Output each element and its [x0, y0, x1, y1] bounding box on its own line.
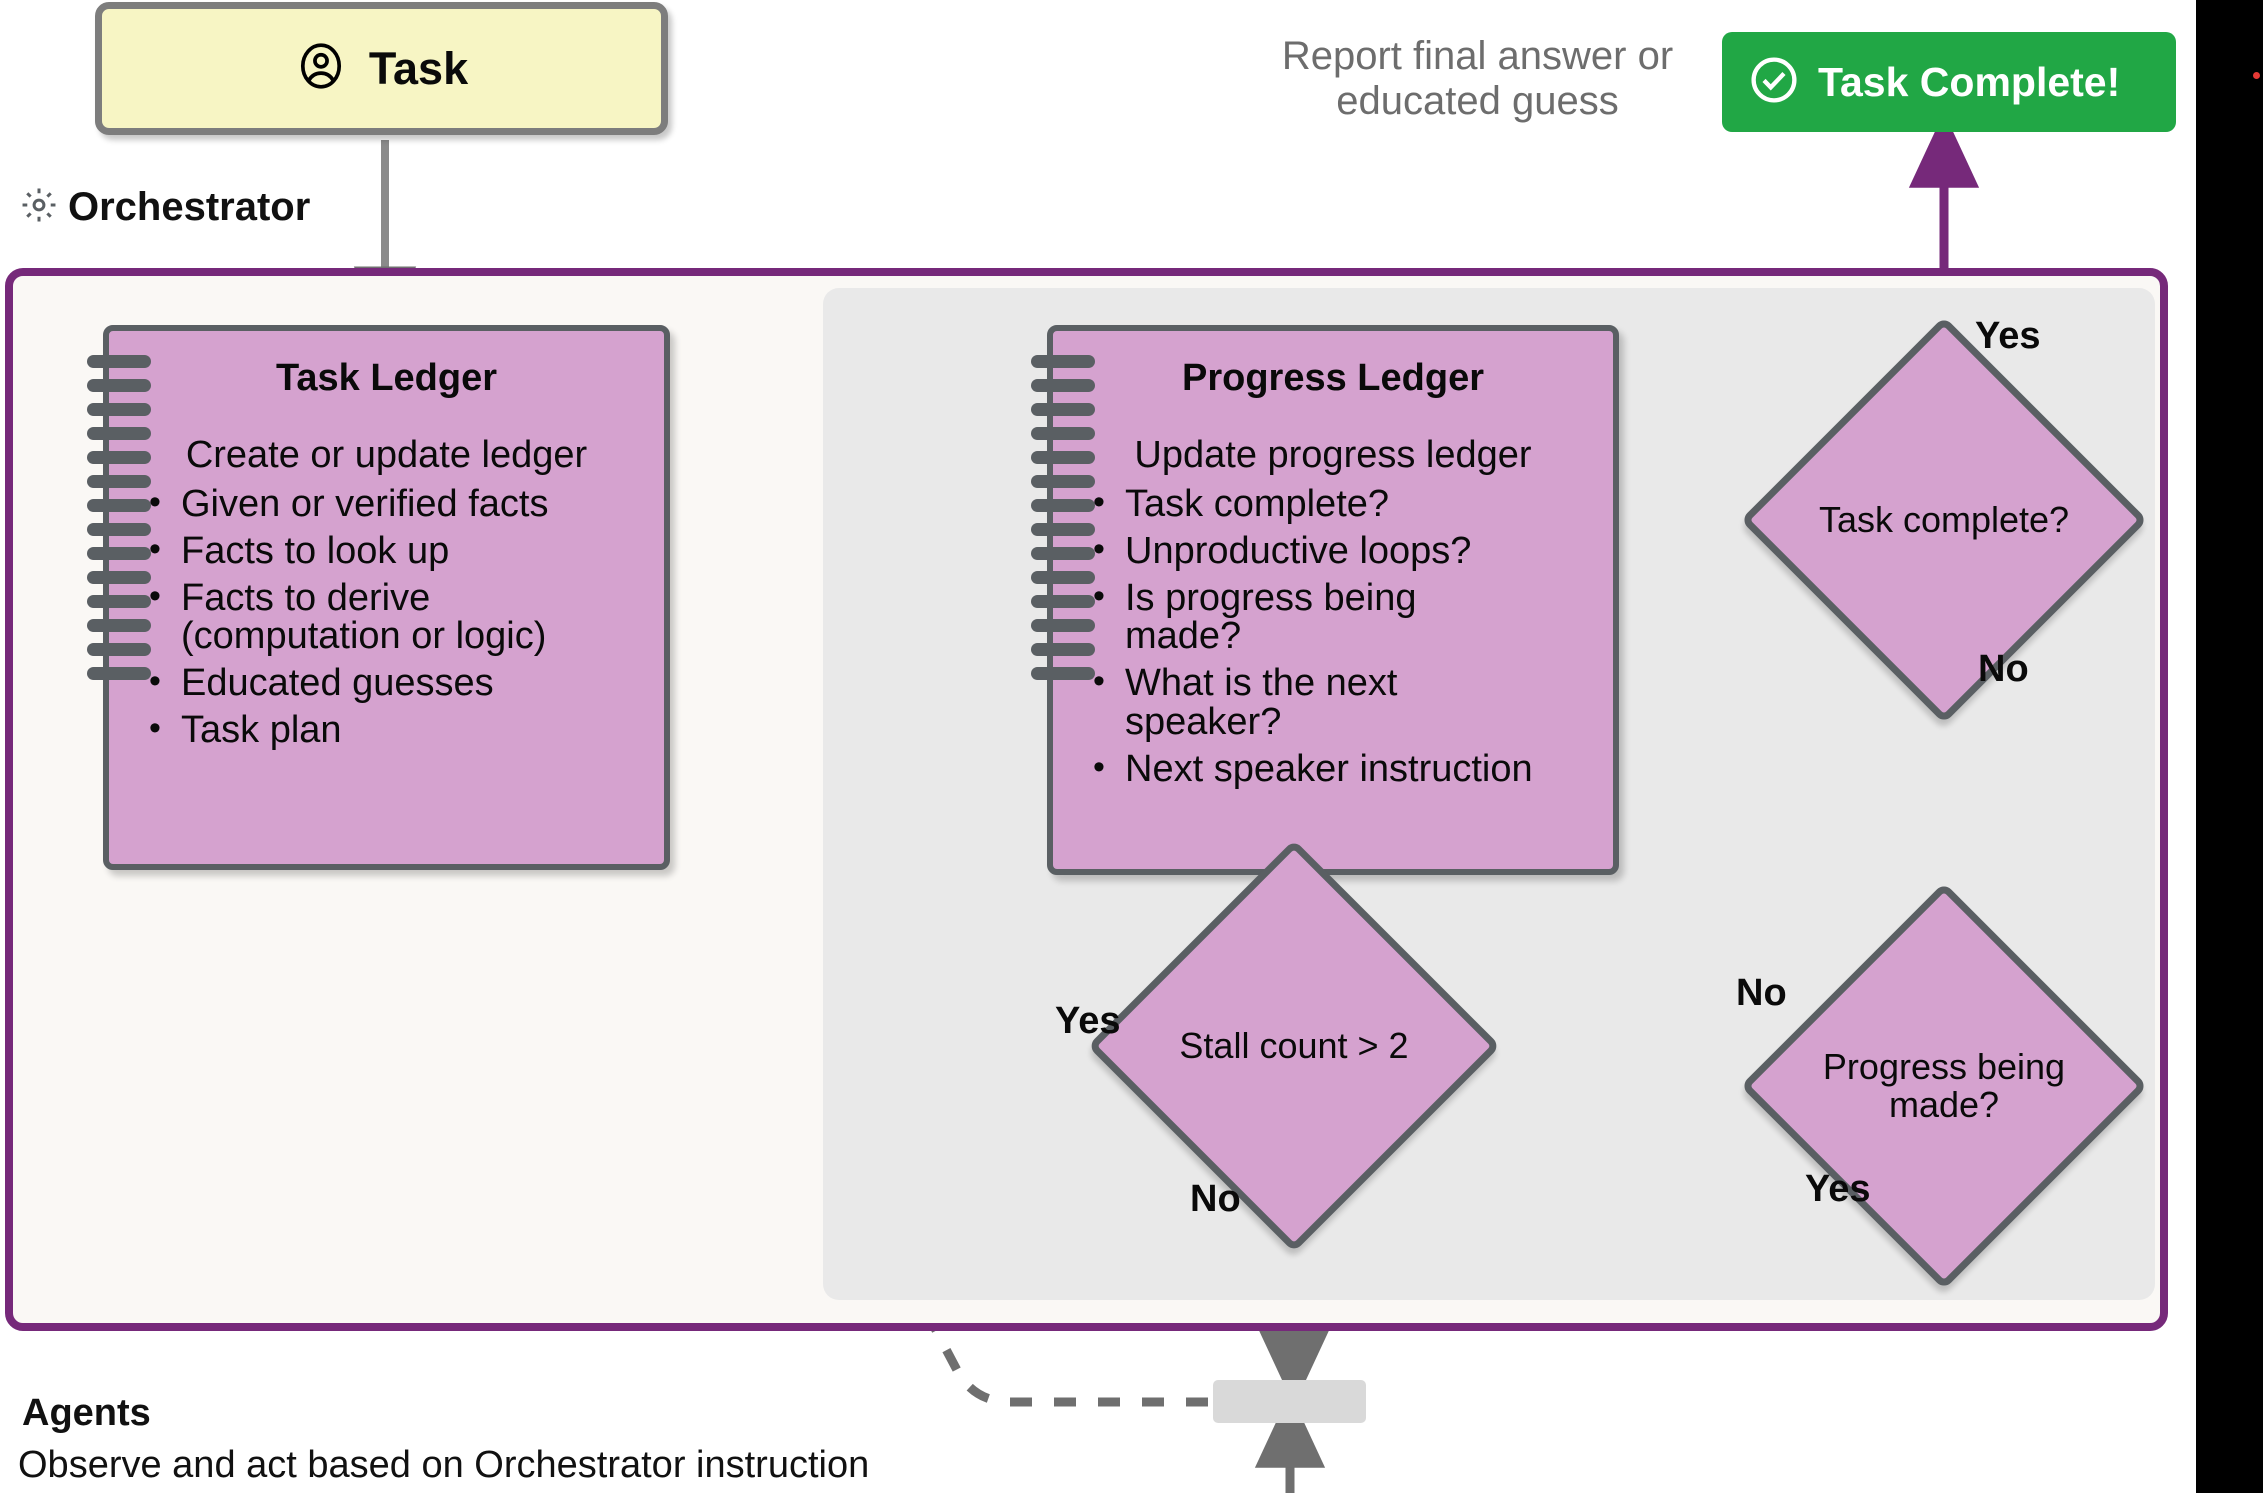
- task-ledger-card[interactable]: Task Ledger Create or update ledger Give…: [87, 325, 670, 870]
- progress-ledger-card[interactable]: Progress Ledger Update progress ledger T…: [1031, 325, 1619, 875]
- gear-icon: [20, 186, 58, 229]
- task-node-label: Task: [368, 42, 469, 94]
- user-circle-icon: [295, 40, 347, 97]
- status-dot: [2253, 72, 2260, 79]
- progress-ledger-subtitle: Update progress ledger: [1134, 434, 1532, 476]
- report-final-answer-note: Report final answer or educated guess: [1281, 34, 1674, 123]
- list-item: Educated guesses: [143, 664, 652, 703]
- list-item: What is the next: [1087, 664, 1601, 703]
- check-circle-icon: [1748, 54, 1800, 111]
- orchestrator-label: Orchestrator: [68, 185, 311, 229]
- spiral-binding-icon: [1031, 355, 1095, 680]
- edge-label-progress-yes: Yes: [1805, 1168, 1871, 1210]
- task-ledger-list: Given or verified facts Facts to look up…: [109, 485, 664, 750]
- list-item: (computation or logic): [181, 615, 547, 658]
- edge-label-task-complete-yes: Yes: [1975, 315, 2041, 357]
- agents-subtitle: Observe and act based on Orchestrator in…: [18, 1444, 870, 1486]
- edge-label-stall-no: No: [1190, 1178, 1241, 1220]
- list-item: Next speaker instruction: [1087, 749, 1601, 789]
- list-item: made?: [1125, 615, 1242, 658]
- screen-edge-bar: [2196, 0, 2263, 1493]
- decision-task-complete[interactable]: Task complete?: [1740, 316, 2148, 724]
- list-item: Facts to derive: [143, 578, 652, 618]
- decision-progress-being-made[interactable]: Progress being made?: [1740, 882, 2148, 1290]
- decision-task-complete-label: Task complete?: [1818, 498, 2070, 540]
- agent-slot-placeholder[interactable]: [1213, 1380, 1366, 1423]
- agents-title: Agents: [22, 1392, 151, 1434]
- list-item: Is progress being: [1087, 578, 1601, 618]
- edge-label-task-complete-no: No: [1978, 648, 2029, 690]
- task-ledger-subtitle: Create or update ledger: [185, 434, 588, 476]
- spiral-binding-icon: [87, 355, 151, 680]
- progress-ledger-title: Progress Ledger: [1182, 357, 1484, 399]
- decision-stall-count[interactable]: Stall count > 2: [1087, 839, 1501, 1253]
- list-item: Task complete?: [1087, 485, 1601, 524]
- orchestrator-label-group: Orchestrator: [20, 185, 310, 230]
- list-item: speaker?: [1125, 700, 1282, 743]
- list-item: Given or verified facts: [143, 485, 652, 524]
- task-complete-badge[interactable]: Task Complete!: [1722, 32, 2176, 132]
- task-complete-badge-label: Task Complete!: [1818, 58, 2121, 105]
- list-item: Facts to look up: [143, 531, 652, 571]
- task-ledger-title: Task Ledger: [275, 357, 498, 399]
- edge-label-progress-no: No: [1736, 972, 1787, 1014]
- task-node[interactable]: Task: [95, 2, 668, 135]
- decision-stall-count-label: Stall count > 2: [1179, 1024, 1409, 1066]
- edge-label-stall-yes: Yes: [1055, 1000, 1121, 1042]
- list-item: Unproductive loops?: [1087, 531, 1601, 571]
- list-item: Task plan: [143, 710, 652, 750]
- progress-ledger-list: Task complete? Unproductive loops? Is pr…: [1053, 485, 1613, 788]
- decision-progress-being-made-label: Progress being made?: [1822, 1045, 2066, 1125]
